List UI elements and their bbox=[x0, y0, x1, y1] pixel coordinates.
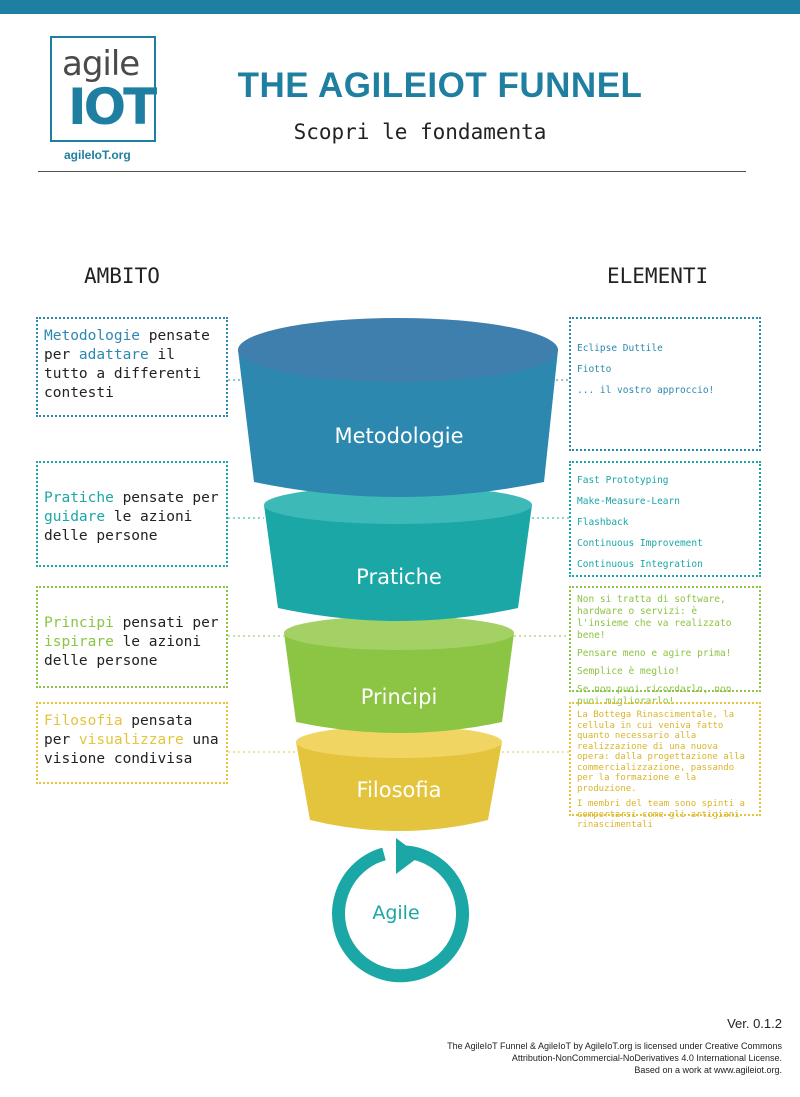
scope-text: il tutto a differenti contesti bbox=[44, 347, 202, 401]
elements-box-pratiche: Fast Prototyping Make-Measure-Learn Flas… bbox=[569, 461, 761, 577]
elements-box-metodologie: Eclipse Duttile Fiotto ... il vostro app… bbox=[569, 317, 761, 451]
cycle-arrowhead-icon bbox=[396, 838, 420, 874]
logo-mark: IOT bbox=[68, 78, 157, 136]
element-item: Flashback bbox=[577, 517, 629, 528]
scope-highlight: Pratiche bbox=[44, 490, 114, 506]
top-bar bbox=[0, 0, 800, 14]
funnel-label-filosofia: Filosofia bbox=[357, 778, 442, 802]
scope-box-metodologie: Metodologie pensate per adattare il tutt… bbox=[36, 317, 228, 417]
page-subtitle: Scopri le fondamenta bbox=[293, 120, 547, 144]
scope-highlight-verb: visualizzare bbox=[78, 732, 184, 748]
funnel-layer-pratiche: Pratiche bbox=[264, 486, 532, 621]
header-divider bbox=[38, 171, 746, 172]
funnel-label-pratiche: Pratiche bbox=[356, 565, 442, 589]
element-item: ... il vostro approccio! bbox=[577, 385, 715, 396]
element-item: Eclipse Duttile bbox=[577, 343, 663, 354]
logo-url: agileIoT.org bbox=[64, 148, 131, 162]
elements-box-principi: Non si tratta di software, hardware o se… bbox=[569, 586, 761, 707]
scope-highlight: Metodologie bbox=[44, 328, 141, 344]
scope-highlight-verb: ispirare bbox=[44, 634, 114, 650]
funnel-layer-filosofia: Filosofia bbox=[296, 726, 502, 831]
license-line: The AgileIoT Funnel & AgileIoT by AgileI… bbox=[447, 1041, 782, 1051]
license-line: Based on a work at www.agileiot.org. bbox=[634, 1065, 782, 1075]
element-item: Make-Measure-Learn bbox=[577, 496, 680, 507]
cycle-arrow-icon bbox=[332, 845, 470, 983]
scope-text: pensata per bbox=[44, 713, 193, 748]
logo: agile IOT bbox=[50, 36, 157, 142]
scope-text: pensate per bbox=[44, 328, 210, 363]
scope-highlight-verb: adattare bbox=[78, 347, 149, 363]
scope-text: una visione condivisa bbox=[44, 732, 219, 767]
page-title: THE AGILEIOT FUNNEL bbox=[237, 66, 643, 105]
element-item: La Bottega Rinascimentale, la cellula in… bbox=[577, 710, 745, 794]
license-line: Attribution-NonCommercial-NoDerivatives … bbox=[511, 1053, 782, 1063]
element-item: Continuous Integration bbox=[577, 559, 703, 570]
cycle-label: Agile bbox=[372, 902, 419, 924]
element-item: Pensare meno e agire prima! bbox=[577, 648, 732, 659]
funnel-label-metodologie: Metodologie bbox=[334, 424, 463, 448]
scope-text: pensati per bbox=[113, 615, 219, 631]
logo-word: agile bbox=[62, 44, 140, 84]
scope-box-pratiche: Pratiche pensate per guidare le azioni d… bbox=[36, 461, 228, 567]
version-label: Ver. 0.1.2 bbox=[727, 1016, 782, 1031]
funnel-layer-metodologie: Metodologie bbox=[238, 318, 558, 497]
scope-highlight: Filosofia bbox=[44, 713, 123, 729]
license-notice: The AgileIoT Funnel & AgileIoT by AgileI… bbox=[447, 1040, 782, 1076]
funnel-layer-principi: Principi bbox=[284, 616, 514, 733]
scope-highlight: Principi bbox=[44, 615, 114, 631]
element-item: Non si tratta di software, hardware o se… bbox=[577, 594, 732, 641]
scope-text: pensate per bbox=[113, 490, 219, 506]
scope-text: le azioni delle persone bbox=[44, 634, 202, 669]
element-item: Se non puoi ricordarlo, non puoi miglior… bbox=[577, 684, 732, 707]
element-item: Fast Prototyping bbox=[577, 475, 669, 486]
column-heading-elements: ELEMENTI bbox=[607, 264, 709, 288]
agile-cycle: Agile bbox=[332, 838, 470, 983]
scope-text: le azioni delle persone bbox=[44, 509, 193, 544]
column-heading-scope: AMBITO bbox=[84, 264, 160, 288]
scope-box-filosofia: Filosofia pensata per visualizzare una v… bbox=[36, 702, 228, 784]
element-item: Semplice è meglio! bbox=[577, 666, 680, 677]
element-item: I membri del team sono spinti a comporta… bbox=[577, 799, 745, 830]
element-item: Continuous Improvement bbox=[577, 538, 703, 549]
elements-box-filosofia: La Bottega Rinascimentale, la cellula in… bbox=[569, 702, 761, 830]
scope-box-principi: Principi pensati per ispirare le azioni … bbox=[36, 586, 228, 688]
funnel-label-principi: Principi bbox=[361, 685, 438, 709]
scope-highlight-verb: guidare bbox=[44, 509, 106, 525]
element-item: Fiotto bbox=[577, 364, 612, 375]
